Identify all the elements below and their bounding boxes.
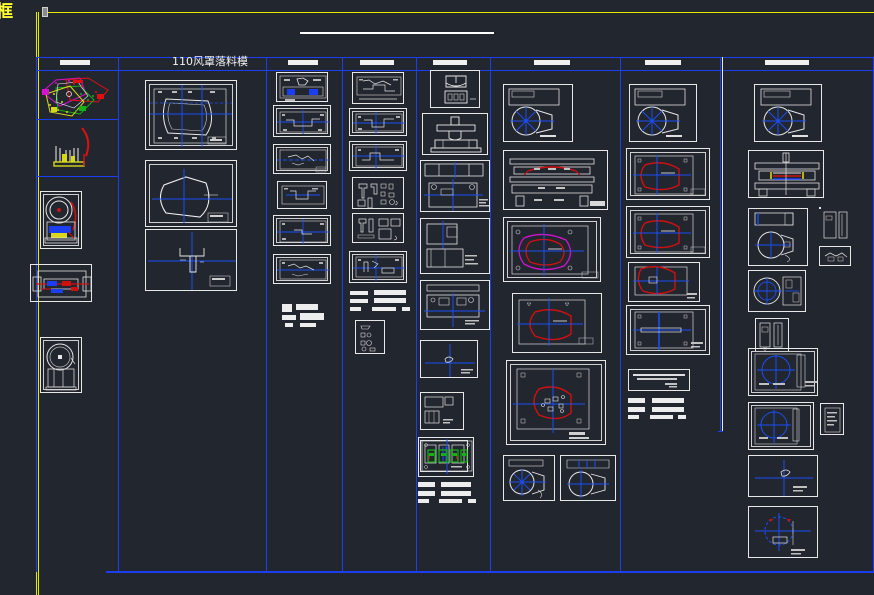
sheet-divider-bar	[300, 32, 494, 34]
cad-sheet-c6-3[interactable]	[503, 217, 601, 282]
cad-sheet-c7-5[interactable]	[626, 305, 710, 355]
col-divider-8b	[722, 57, 723, 432]
col6-header	[534, 60, 570, 65]
cad-sheet-c1-2[interactable]	[30, 264, 92, 302]
cad-sheet-c3-3[interactable]	[273, 144, 331, 174]
cad-text-block-c5	[418, 482, 478, 504]
col-divider-7	[620, 57, 621, 572]
cad-sheet-c5-10[interactable]	[418, 434, 419, 435]
cad-sheet-c2-3[interactable]	[145, 229, 237, 291]
col-divider-4	[342, 57, 343, 572]
col3-header	[288, 60, 318, 65]
col1-header	[60, 60, 90, 65]
selection-frame-label: 框	[0, 2, 13, 22]
cad-sheet-c8-3[interactable]	[748, 208, 808, 266]
cad-sheet-c6-5[interactable]	[506, 360, 606, 445]
cad-sheet-c4-3[interactable]	[349, 141, 407, 171]
cad-sheet-c6-2[interactable]	[503, 150, 608, 210]
cad-sheet-c5-2[interactable]	[422, 113, 488, 155]
cad-sheet-c1-3[interactable]	[40, 337, 82, 393]
cad-sheet-c8-7[interactable]	[755, 318, 789, 352]
table-top-border	[36, 57, 874, 58]
col-divider-2	[118, 57, 119, 572]
cad-text-block-c7	[628, 398, 690, 422]
col2-header: 110风罩落料模	[172, 55, 248, 68]
cad-sheet-c5-4[interactable]	[420, 218, 490, 274]
cad-sheet-c3-2[interactable]	[273, 105, 331, 137]
cad-sheet-c5-7[interactable]	[420, 392, 464, 430]
cad-sheet-c8-10[interactable]	[820, 403, 844, 435]
nesting-layout-study	[36, 72, 116, 118]
col-divider-1	[36, 57, 37, 572]
col1-cell-divider-2	[36, 176, 118, 177]
col8-step-line	[718, 431, 723, 432]
table-bottom-border-2	[106, 572, 874, 573]
cad-sheet-c7-6[interactable]	[628, 369, 690, 391]
cad-sheet-c8-6[interactable]	[748, 270, 806, 312]
col-divider-6	[490, 57, 491, 572]
cad-sheet-c4-4[interactable]	[352, 177, 404, 209]
cad-sheet-c8-4[interactable]	[819, 207, 848, 239]
col-divider-8	[720, 57, 721, 432]
col8-header	[765, 60, 809, 65]
col7-header	[645, 60, 681, 65]
frame-top-line	[48, 12, 874, 13]
cad-sheet-c7-1[interactable]	[629, 84, 697, 142]
cad-sheet-c5-3[interactable]	[420, 160, 490, 212]
cad-sheet-c6-1[interactable]	[503, 84, 573, 142]
cad-sheet-c5-5[interactable]	[420, 280, 490, 330]
cad-sheet-c8-1[interactable]	[754, 84, 822, 142]
cad-sheet-c3-5[interactable]	[273, 215, 331, 246]
clamp-detail-sketch	[40, 124, 106, 172]
cad-sheet-c6-4[interactable]	[512, 293, 602, 353]
cad-sheet-c4-6[interactable]	[349, 251, 407, 283]
cad-sheet-c3-4[interactable]	[277, 181, 327, 209]
selection-grip[interactable]	[42, 7, 48, 17]
cad-sheet-c8-2[interactable]	[748, 150, 824, 198]
cad-sheet-c8-5[interactable]	[819, 246, 851, 266]
cad-sheet-c7-3[interactable]	[626, 206, 710, 258]
cad-sheet-c6-6[interactable]	[503, 455, 555, 501]
cad-sheet-c6-7[interactable]	[560, 455, 616, 501]
cad-sheet-c3-6[interactable]	[273, 254, 331, 284]
col1-cell-divider	[36, 119, 118, 120]
cad-sheet-c8-8[interactable]	[748, 348, 818, 396]
cad-text-block-c4	[350, 290, 412, 316]
cad-sheet-c4-5[interactable]	[352, 213, 404, 243]
cad-sheet-c3-1[interactable]	[276, 72, 328, 102]
cad-sheet-c5-6[interactable]	[420, 340, 478, 378]
frame-left-line-2	[38, 12, 39, 595]
cad-sheet-c8-11[interactable]	[748, 455, 818, 497]
cad-sheet-c7-4[interactable]	[628, 262, 700, 302]
col4-header	[360, 60, 394, 65]
cad-sheet-c2-1[interactable]	[145, 80, 237, 150]
cad-sheet-c2-2[interactable]	[145, 160, 237, 227]
col5-header	[433, 60, 467, 65]
cad-sheet-c4-7[interactable]	[355, 320, 385, 354]
cad-sheet-c4-1[interactable]	[352, 72, 404, 104]
cad-sheet-c1-1[interactable]	[40, 191, 82, 249]
cad-sheet-c8-9[interactable]	[748, 402, 814, 450]
col-divider-5	[416, 57, 417, 572]
cad-sheet-c4-2[interactable]	[349, 108, 407, 136]
col-divider-3	[266, 57, 267, 572]
cad-sheet-c5-progressive-strip[interactable]	[418, 437, 474, 477]
cad-text-block-c3	[282, 302, 330, 330]
cad-sheet-c8-12[interactable]	[748, 506, 818, 558]
cad-sheet-c7-2[interactable]	[626, 148, 710, 200]
cad-sheet-c5-1[interactable]	[430, 70, 480, 108]
